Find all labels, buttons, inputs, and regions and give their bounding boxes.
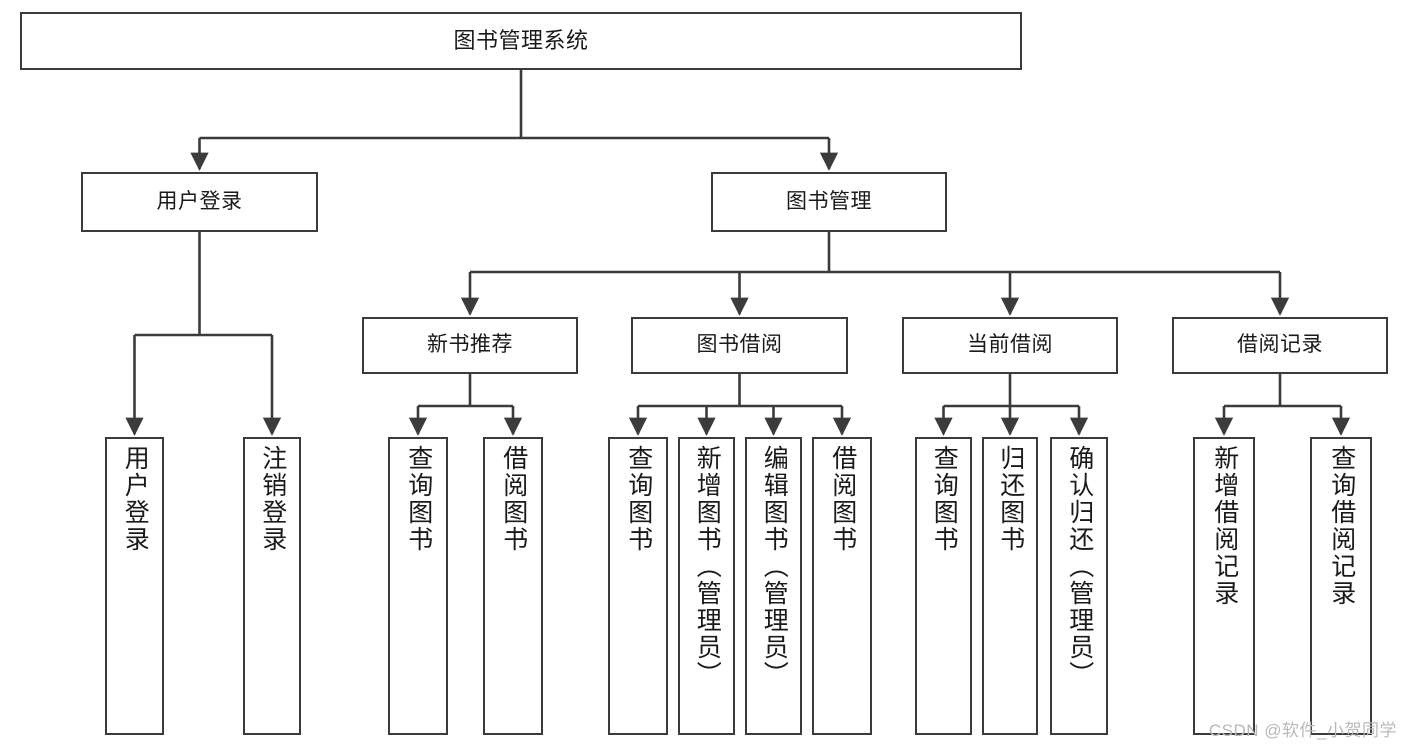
node-label: 确认归还（管理员） [1065, 445, 1094, 688]
watermark: CSDN @软件_小贺同学 [1208, 721, 1397, 740]
node-label: 借阅图书 [499, 445, 528, 553]
leaf-query-book-current[interactable]: 查询图书 [915, 437, 972, 735]
node-label: 用户登录 [156, 189, 243, 213]
node-label: 注销登录 [258, 445, 287, 553]
leaf-return-book[interactable]: 归还图书 [982, 437, 1038, 735]
node-label: 图书管理 [786, 189, 872, 213]
leaf-query-book-recommend[interactable]: 查询图书 [388, 437, 448, 735]
node-new-book-recommend[interactable]: 新书推荐 [362, 317, 578, 374]
leaf-logout[interactable]: 注销登录 [243, 437, 301, 735]
node-label: 图书借阅 [696, 333, 783, 357]
leaf-add-borrow-record[interactable]: 新增借阅记录 [1193, 437, 1255, 735]
node-label: 新增图书（管理员） [693, 445, 722, 688]
leaf-query-borrow-record[interactable]: 查询借阅记录 [1310, 437, 1372, 735]
node-book-management[interactable]: 图书管理 [711, 172, 947, 232]
node-user-login[interactable]: 用户登录 [81, 172, 318, 232]
node-label: 查询图书 [624, 445, 653, 553]
leaf-borrow-book-recommend[interactable]: 借阅图书 [483, 437, 543, 735]
leaf-borrow-book[interactable]: 借阅图书 [812, 437, 872, 735]
node-label: 查询图书 [930, 445, 959, 553]
leaf-query-book-borrow[interactable]: 查询图书 [608, 437, 668, 735]
node-label: 查询借阅记录 [1327, 445, 1356, 607]
node-label: 用户登录 [121, 445, 150, 553]
node-borrow-record[interactable]: 借阅记录 [1172, 317, 1388, 374]
leaf-add-book-admin[interactable]: 新增图书（管理员） [678, 437, 735, 735]
node-label: 新书推荐 [427, 333, 513, 357]
node-book-borrow[interactable]: 图书借阅 [631, 317, 848, 374]
node-label: 编辑图书（管理员） [760, 445, 789, 688]
node-label: 归还图书 [996, 445, 1025, 553]
node-label: 图书管理系统 [453, 28, 589, 54]
node-label: 新增借阅记录 [1210, 445, 1239, 607]
node-label: 借阅记录 [1237, 333, 1323, 357]
node-current-borrow[interactable]: 当前借阅 [902, 317, 1118, 374]
node-label: 当前借阅 [967, 333, 1053, 357]
leaf-user-login[interactable]: 用户登录 [105, 437, 164, 735]
node-label: 查询图书 [404, 445, 433, 553]
leaf-confirm-return-admin[interactable]: 确认归还（管理员） [1050, 437, 1108, 735]
leaf-edit-book-admin[interactable]: 编辑图书（管理员） [745, 437, 802, 735]
node-label: 借阅图书 [828, 445, 857, 553]
node-root[interactable]: 图书管理系统 [20, 12, 1022, 70]
